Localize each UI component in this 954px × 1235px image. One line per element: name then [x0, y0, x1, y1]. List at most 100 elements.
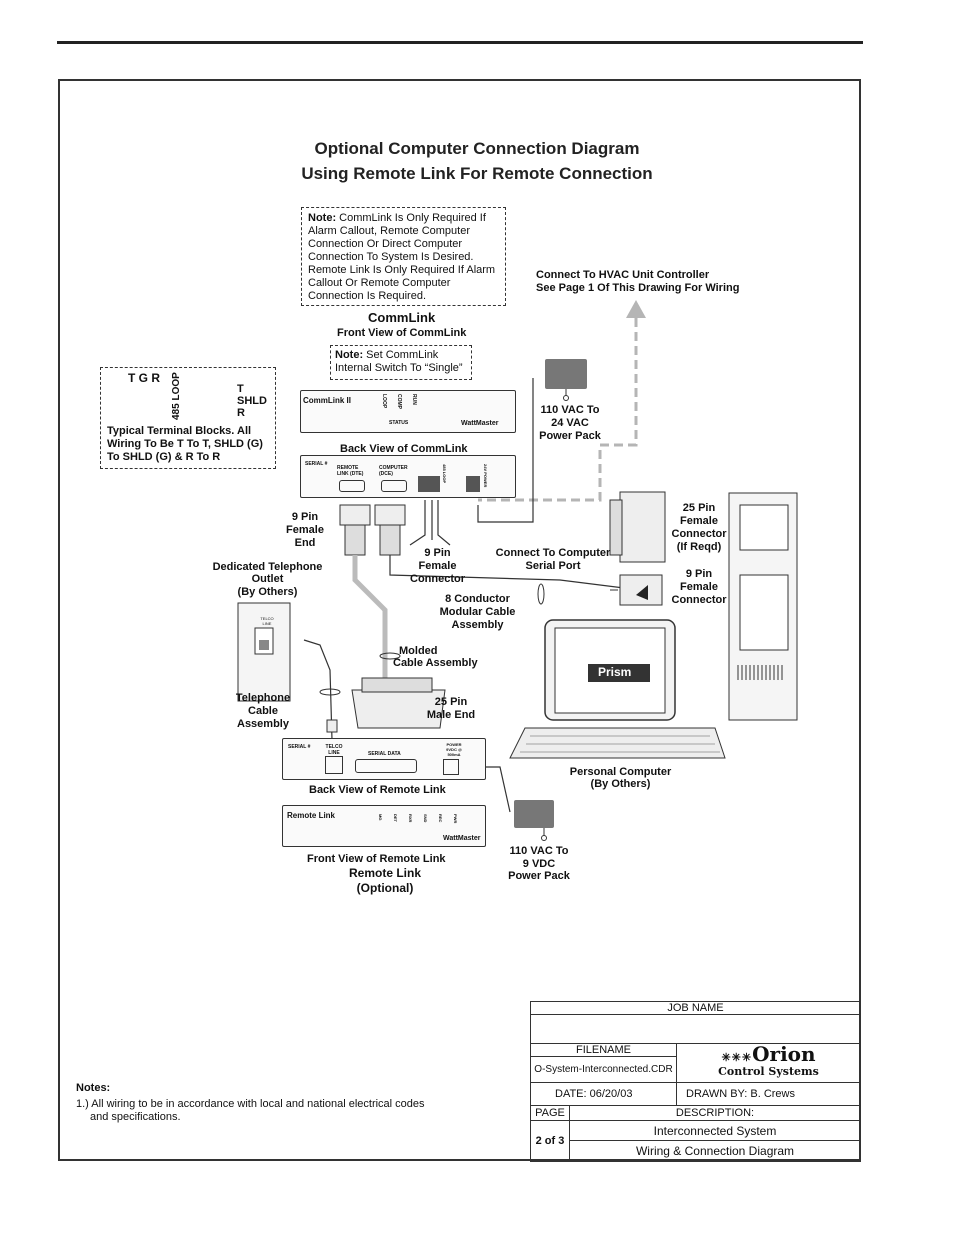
modular-2: Modular Cable [439, 606, 516, 618]
power9-2: 9 VDC [522, 858, 556, 870]
description-label: DESCRIPTION: [569, 1105, 861, 1121]
back-computer: COMPUTER (DCE) [379, 465, 408, 477]
job-name-value [530, 1014, 861, 1044]
hvac-arrow-head [626, 300, 646, 318]
loop-terminal [418, 476, 440, 492]
power24-label-3: Power Pack [539, 430, 601, 442]
pin25m-1: 25 Pin [434, 696, 468, 708]
page-value: 2 of 3 [530, 1120, 570, 1162]
molded-1: Molded [399, 645, 438, 657]
pc-label-2: (By Others) [590, 778, 651, 790]
power-pack-24vac [545, 359, 587, 389]
wattmaster-logo-rl: WattMaster [443, 835, 481, 842]
power24-label-1: 110 VAC To [540, 404, 600, 416]
filename-value: O-System-Interconnected.CDR [530, 1056, 677, 1083]
rl-led-rxr: RXR [408, 814, 413, 823]
db9-female-connector [374, 504, 406, 526]
orion-logo: ✳✳✳Orion Control Systems [676, 1043, 861, 1083]
db9-female-right [619, 574, 663, 606]
tsr-r: R [237, 407, 245, 419]
rl-title-2: (Optional) [356, 881, 414, 895]
rl-back-power: POWER 9VDC @ 500mA [446, 742, 462, 757]
pin25f-1: 25 Pin [682, 502, 716, 514]
rl-back-serial: SERIAL # [288, 744, 311, 750]
pin25f-2: Female [680, 515, 718, 527]
terminal-wiring-note: Typical Terminal Blocks. All Wiring To B… [107, 425, 263, 463]
power-cord-24v [477, 378, 534, 523]
modular-cable [389, 555, 641, 591]
db9-port-remote [339, 480, 365, 492]
telephone-cable [303, 639, 333, 741]
rl-telco-jack [325, 756, 343, 774]
pc-keyboard [509, 727, 726, 759]
commlink-back-label: Back View of CommLink [340, 443, 468, 455]
rl-led-mg: MG [378, 814, 383, 821]
diagram-title-line1: Optional Computer Connection Diagram [314, 139, 640, 158]
phone-outlet-2: Outlet [251, 573, 284, 585]
notes-heading: Notes: [76, 1082, 111, 1094]
molded-2: Cable Assembly [393, 657, 478, 669]
hvac-dashed-line [478, 318, 638, 502]
serial-port-2: Serial Port [525, 560, 581, 572]
commlink-brand: CommLink II [303, 396, 352, 405]
drawn-by-cell: DRAWN BY: B. Crews [676, 1082, 861, 1106]
telco-outlet-label: TELCO LINE [260, 616, 274, 626]
tsr-t: T [237, 383, 244, 395]
commlink-title: CommLink [368, 310, 436, 325]
pin9-conn-1: 9 Pin [424, 547, 451, 559]
power24-label-2: 24 VAC [551, 417, 589, 429]
rl-led-rec: REC [438, 814, 443, 823]
pin9-end-1: 9 Pin [291, 511, 319, 523]
commlink-front-device: CommLink II LOOP COMP RUN STATUS WattMas… [300, 390, 516, 433]
tel-cable-2: Cable [248, 705, 278, 717]
db9-female-end [339, 504, 371, 526]
wattmaster-logo-commlink: WattMaster [461, 420, 499, 427]
pin9r-3: Connector [671, 594, 727, 606]
commlink-note: Note: CommLink Is Only Required If Alarm… [301, 207, 506, 306]
power-cord-9v [486, 766, 511, 813]
rl-back-label: Back View of Remote Link [309, 784, 446, 796]
pc-label-1: Personal Computer [569, 766, 672, 778]
loop-label: 485 LOOP [171, 372, 182, 420]
pin9-conn-3: Connector [410, 573, 465, 585]
power9-3: Power Pack [508, 870, 570, 882]
logo-name: Orion [752, 1042, 816, 1066]
phone-outlet-3: (By Others) [237, 586, 298, 598]
modular-1: 8 Conductor [445, 593, 510, 605]
pin9r-1: 9 Pin [685, 568, 713, 580]
modular-3: Assembly [451, 619, 504, 631]
rl-led-det: DET [393, 814, 398, 822]
rl-back-telco: TELCO LINE [325, 744, 343, 756]
back-power: 24V POWER [483, 464, 488, 488]
rl-back-data: SERIAL DATA [368, 751, 401, 757]
notes-line1: 1.) All wiring to be in accordance with … [76, 1098, 425, 1110]
page-label: PAGE [530, 1105, 570, 1121]
filename-label: FILENAME [530, 1043, 677, 1057]
back-serial: SERIAL # [305, 461, 328, 467]
rl-front-label: Front View of Remote Link [307, 853, 446, 865]
notes-line2: and specifications. [90, 1111, 181, 1123]
tel-cable-3: Assembly [237, 718, 289, 730]
rl-brand: Remote Link [287, 811, 336, 820]
drawing-frame [58, 79, 861, 1161]
top-rule [57, 41, 863, 44]
rl-power-jack [443, 759, 459, 775]
serial-port-1: Connect To Computer [495, 547, 611, 559]
commlink-back-device: SERIAL # REMOTE LINK (DTE) COMPUTER (DCE… [300, 455, 516, 498]
remote-link-back-device: SERIAL # TELCO LINE SERIAL DATA POWER 9V… [282, 738, 486, 780]
description-line1: Interconnected System [569, 1120, 861, 1141]
prism-logo: Prism [598, 665, 632, 679]
terminal-block-note [100, 367, 276, 469]
commlink-note-label: Note: [308, 212, 337, 224]
switch-note-line2: Internal Switch To “Single” [335, 362, 463, 374]
pin9r-2: Female [680, 581, 718, 593]
pin25f-3: Connector [671, 528, 727, 540]
date-cell: DATE: 06/20/03 [530, 1082, 677, 1106]
switch-note: Note: Set CommLink Internal Switch To “S… [330, 345, 472, 380]
pin25m-2: Male End [426, 709, 476, 721]
status-label: STATUS [389, 420, 409, 426]
hvac-label-1: Connect To HVAC Unit Controller [536, 269, 710, 281]
phone-outlet-1: Dedicated Telephone [212, 561, 323, 573]
rl-led-snd: SND [423, 814, 428, 823]
diagram-title-line2: Using Remote Link For Remote Connection [301, 164, 653, 183]
